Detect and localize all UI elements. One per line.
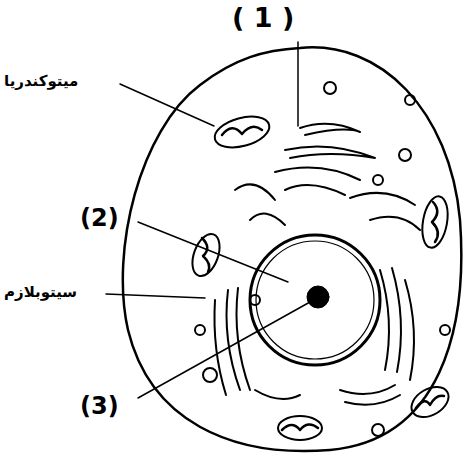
leader-lines [106, 42, 310, 398]
mitochondria [187, 111, 454, 440]
callout-number: (3) [80, 392, 119, 420]
nucleolus [307, 286, 329, 308]
part-name: ميتوكندريا [4, 72, 78, 90]
callout-number: (2) [80, 204, 119, 232]
label-text: سيتوبلازم [4, 283, 77, 301]
label-text: (3) [80, 392, 119, 420]
nucleus [250, 235, 380, 365]
callout-number: ( 1 ) [232, 2, 294, 33]
part-name: سيتوبلازم [4, 283, 77, 301]
nuclear-envelope-inner [256, 241, 374, 359]
label-text: ( 1 ) [232, 2, 294, 33]
vesicles [195, 82, 450, 436]
label-text: ميتوكندريا [4, 72, 78, 90]
label-text: (2) [80, 204, 119, 232]
